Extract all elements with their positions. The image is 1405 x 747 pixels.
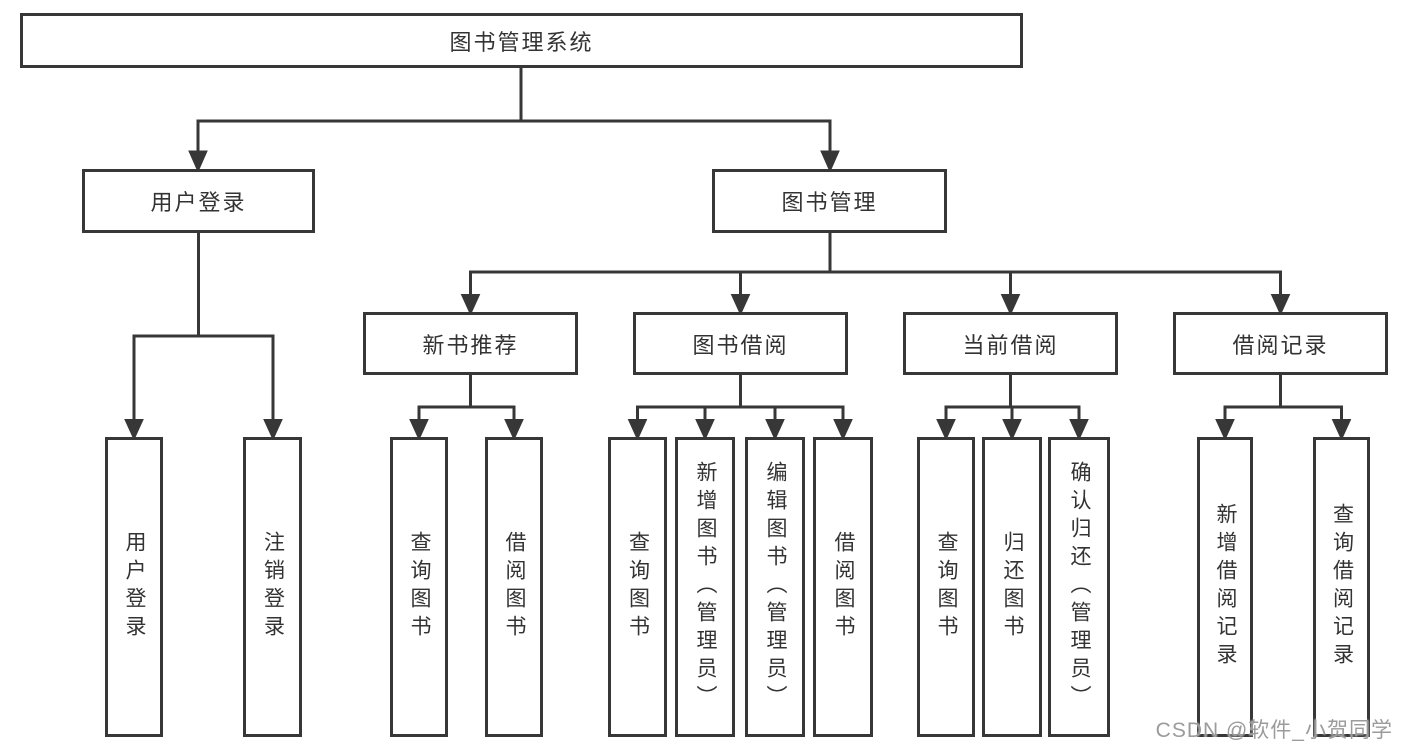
arrowhead [263,419,283,441]
leaf-current-confirm-return-admin-label: 确认归还（管理员） [1068,461,1091,713]
leaf-borrow-add-admin: 新增图书（管理员） [675,437,735,737]
leaf-borrow-borrow-label: 借阅图书 [832,531,855,643]
arrowhead [1002,419,1022,441]
node-root-system: 图书管理系统 [20,13,1023,68]
arrowhead [409,419,429,441]
leaf-record-query-label: 查询借阅记录 [1330,503,1354,671]
arrowhead [765,419,785,441]
leaf-record-add: 新增借阅记录 [1197,437,1253,737]
node-user-login-label: 用户登录 [150,190,247,215]
leaf-newbook-query: 查询图书 [390,437,448,737]
node-book-management: 图书管理 [712,169,947,233]
node-book-borrow-label: 图书借阅 [692,332,789,358]
leaf-record-query: 查询借阅记录 [1313,437,1370,737]
node-book-borrow: 图书借阅 [633,312,848,375]
leaf-borrow-edit-admin: 编辑图书（管理员） [745,437,805,737]
leaf-borrow-borrow: 借阅图书 [813,437,873,737]
node-borrow-record: 借阅记录 [1173,312,1388,375]
arrowhead [936,419,956,441]
arrowhead [1215,419,1235,441]
leaf-record-add-label: 新增借阅记录 [1214,503,1237,671]
leaf-newbook-borrow: 借阅图书 [485,437,543,737]
arrowhead [730,294,751,316]
arrowhead [1331,419,1352,441]
arrowhead [1069,419,1089,441]
node-current-borrow-label: 当前借阅 [962,332,1059,358]
node-root-label: 图书管理系统 [449,29,594,55]
leaf-user-login: 用户登录 [105,437,163,737]
leaf-logout: 注销登录 [243,437,302,737]
csdn-watermark: CSDN @软件_小贺同学 [1155,719,1393,742]
leaf-logout-label: 注销登录 [261,531,285,643]
leaf-current-query: 查询图书 [917,437,975,737]
arrowhead [1270,294,1291,316]
arrowhead [188,150,208,173]
leaf-borrow-edit-admin-label: 编辑图书（管理员） [764,461,787,713]
node-new-book-recommend-label: 新书推荐 [422,332,519,358]
arrowhead [820,150,840,173]
node-borrow-record-label: 借阅记录 [1232,332,1329,358]
leaf-current-query-label: 查询图书 [935,531,958,643]
arrowhead [504,419,524,441]
leaf-borrow-add-admin-label: 新增图书（管理员） [694,461,717,713]
leaf-current-return-label: 归还图书 [1001,531,1024,643]
leaf-current-return: 归还图书 [982,437,1042,737]
node-user-login: 用户登录 [82,169,315,233]
leaf-newbook-borrow-label: 借阅图书 [503,531,526,643]
leaf-borrow-query-label: 查询图书 [626,531,650,643]
arrowhead [833,419,853,441]
leaf-user-login-label: 用户登录 [123,531,146,643]
arrowhead [695,419,715,441]
arrowhead [1000,294,1021,316]
leaf-borrow-query: 查询图书 [608,437,667,737]
arrowhead [460,294,481,316]
leaf-newbook-query-label: 查询图书 [408,531,431,643]
leaf-current-confirm-return-admin: 确认归还（管理员） [1048,437,1110,737]
arrowhead [124,419,144,441]
node-new-book-recommend: 新书推荐 [363,312,578,375]
node-current-borrow: 当前借阅 [903,312,1118,375]
arrowhead [627,419,648,441]
node-book-management-label: 图书管理 [781,190,878,215]
